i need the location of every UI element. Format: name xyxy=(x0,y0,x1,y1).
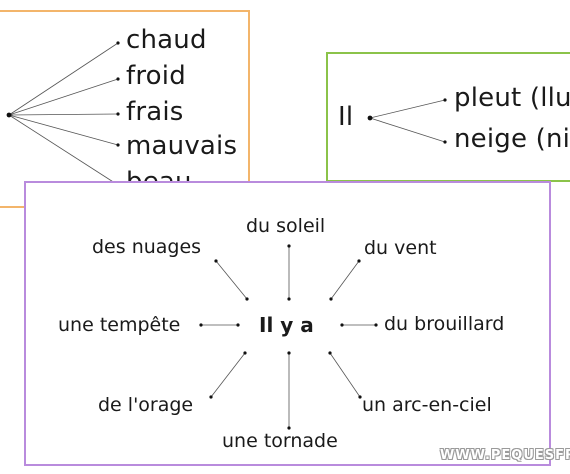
il-y-a-card: Il y a du soleil des nuages du vent une … xyxy=(24,181,551,466)
il-y-a-hub: Il y a xyxy=(259,313,314,337)
item-du-brouillard: du brouillard xyxy=(384,313,505,335)
il-verbs-card: Il pleut (llu neige (ni xyxy=(326,52,570,182)
il-connector-lines xyxy=(367,98,447,144)
adjective-frais: frais xyxy=(126,97,184,127)
item-un-arc-en-ciel: un arc-en-ciel xyxy=(362,394,492,416)
item-des-nuages: des nuages xyxy=(92,236,202,258)
adjective-froid: froid xyxy=(126,61,186,91)
weather-adjectives-card: chaud froid frais mauvais beau xyxy=(0,10,250,208)
verb-pleut: pleut (llu xyxy=(454,83,570,113)
adjective-chaud: chaud xyxy=(126,25,207,55)
item-du-soleil: du soleil xyxy=(246,215,326,237)
item-une-tornade: une tornade xyxy=(222,430,338,452)
site-watermark: WWW.PEQUESFR xyxy=(440,448,570,463)
item-de-l-orage: de l'orage xyxy=(98,394,194,416)
verb-neige: neige (ni xyxy=(454,124,570,154)
il-y-a-connector-lines xyxy=(199,244,378,430)
il-subject: Il xyxy=(338,102,354,132)
item-une-tempete: une tempête xyxy=(58,314,181,336)
item-du-vent: du vent xyxy=(364,237,437,259)
adjective-mauvais: mauvais xyxy=(126,131,238,161)
